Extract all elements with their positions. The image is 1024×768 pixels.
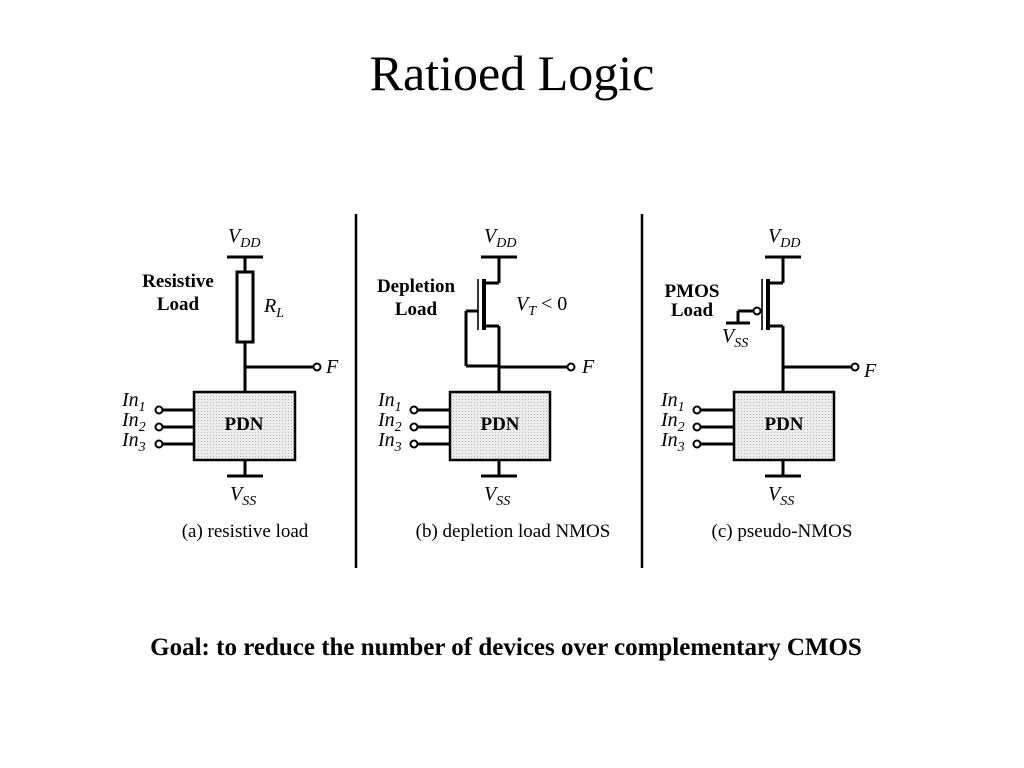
resistor-symbol: [235, 270, 255, 344]
circuit-a-resistive-load: VDD Resistive Load RL F PDN VSS In1 In2 …: [121, 225, 339, 542]
pmos-gate-bubble: [752, 306, 762, 316]
circuit-a-input-3: In3: [121, 429, 146, 455]
circuit-c-caption: (c) pseudo-NMOS: [712, 521, 853, 542]
circuit-c-load-label-1: PMOS: [665, 281, 720, 302]
circuit-c-input-1: In1: [660, 389, 685, 415]
circuit-a-caption: (a) resistive load: [182, 521, 309, 542]
circuit-b-output-terminal: [566, 362, 576, 372]
circuit-a-input-1: In1: [121, 389, 146, 415]
circuit-c-vss-label: VSS: [768, 483, 794, 509]
resistor-label: RL: [263, 295, 284, 321]
circuit-c-input-3: In3: [660, 429, 685, 455]
circuit-a-load-label-2: Load: [157, 294, 200, 315]
circuit-b-load-label-2: Load: [395, 299, 438, 320]
circuit-c-vdd-label: VDD: [768, 225, 800, 251]
circuit-b-input-3: In3: [377, 429, 402, 455]
threshold-label: VT < 0: [516, 293, 567, 319]
circuit-b-caption: (b) depletion load NMOS: [416, 521, 611, 542]
circuit-a-pdn-label: PDN: [224, 414, 263, 435]
circuit-c-gate-vss-label: VSS: [722, 325, 748, 351]
slide-title: Ratioed Logic: [369, 45, 655, 101]
goal-statement: Goal: to reduce the number of devices ov…: [150, 634, 862, 661]
circuit-a-input-2: In2: [121, 409, 146, 435]
circuit-b-pdn-label: PDN: [480, 414, 519, 435]
circuit-a-vdd-label: VDD: [228, 225, 260, 251]
circuit-b-pdn-block: [448, 390, 552, 462]
circuit-c-output-label: F: [863, 360, 877, 382]
circuit-b-output-label: F: [581, 356, 595, 378]
circuit-b-vss-label: VSS: [484, 483, 510, 509]
circuit-c-output-terminal: [850, 362, 860, 372]
circuit-b-input-1: In1: [377, 389, 402, 415]
circuit-b-load-label-1: Depletion: [377, 276, 456, 297]
circuit-a-output-label: F: [325, 356, 339, 378]
circuit-c-pseudo-nmos: VDD VSS PMOS Load F PDN VSS In1 In2 In3 …: [660, 225, 877, 542]
circuit-b-vdd-label: VDD: [484, 225, 516, 251]
circuit-a-output-terminal: [312, 362, 322, 372]
circuit-c-input-2: In2: [660, 409, 685, 435]
circuit-c-load-label-2: Load: [671, 300, 714, 321]
circuit-a-vss-label: VSS: [230, 483, 256, 509]
circuit-b-input-2: In2: [377, 409, 402, 435]
circuit-b-depletion-load: VDD Depletion Load VT < 0 F PDN VSS In1 …: [377, 225, 610, 542]
circuit-c-pdn-label: PDN: [764, 414, 803, 435]
circuit-a-load-label-1: Resistive: [142, 271, 214, 292]
